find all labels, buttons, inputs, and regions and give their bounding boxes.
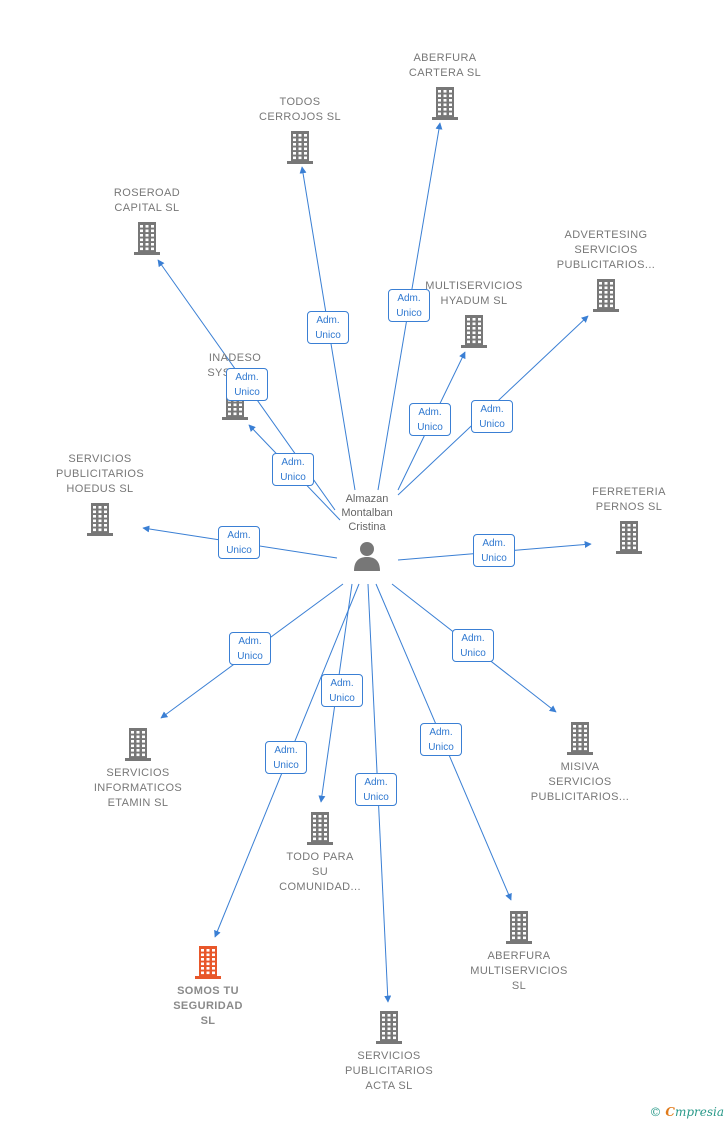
person-icon <box>354 542 380 571</box>
company-node-ferreteria[interactable]: FERRETERIA PERNOS SL <box>564 485 694 555</box>
building-icon <box>195 946 221 979</box>
company-name: MULTISERVICIOS HYADUM SL <box>425 280 523 307</box>
role-line-1: Adm. <box>482 538 506 549</box>
role-line-1: Adm. <box>274 745 298 756</box>
role-line-2: Unico <box>315 330 341 341</box>
role-badge-todos-cerrojos[interactable]: Adm. Unico <box>307 311 349 344</box>
company-name: TODOS CERROJOS SL <box>258 96 342 123</box>
role-line-1: Adm. <box>397 293 421 304</box>
building-icon <box>506 911 532 944</box>
role-line-1: Adm. <box>281 457 305 468</box>
role-line-1: Adm. <box>227 530 251 541</box>
building-icon <box>87 503 113 536</box>
building-icon <box>616 521 642 554</box>
brand-initial: C <box>665 1105 675 1119</box>
role-line-1: Adm. <box>364 777 388 788</box>
role-line-1: Adm. <box>238 636 262 647</box>
role-badge-inadeso[interactable]: Adm. Unico <box>272 453 314 486</box>
building-icon <box>307 812 333 845</box>
company-node-aberfura-cartera[interactable]: ABERFURA CARTERA SL <box>380 51 510 121</box>
building-icon <box>593 279 619 312</box>
company-name: ADVERTESING SERVICIOS PUBLICITARIOS... <box>556 229 656 271</box>
role-badge-aberfura-cartera[interactable]: Adm. Unico <box>388 289 430 322</box>
building-icon <box>287 131 313 164</box>
building-icon <box>376 1011 402 1044</box>
role-line-2: Unico <box>479 419 505 430</box>
role-badge-multiservicios-hyadum[interactable]: Adm. Unico <box>409 403 451 436</box>
company-node-roseroad[interactable]: ROSEROAD CAPITAL SL <box>82 186 212 256</box>
building-icon <box>567 722 593 755</box>
building-icon <box>125 728 151 761</box>
company-name: ROSEROAD CAPITAL SL <box>113 187 181 214</box>
company-name: ABERFURA CARTERA SL <box>408 52 482 79</box>
company-name: FERRETERIA PERNOS SL <box>592 486 666 513</box>
role-line-2: Unico <box>460 648 486 659</box>
role-line-1: Adm. <box>330 678 354 689</box>
role-line-2: Unico <box>363 792 389 803</box>
role-badge-advertesing[interactable]: Adm. Unico <box>471 400 513 433</box>
role-line-2: Unico <box>237 651 263 662</box>
role-line-2: Unico <box>273 760 299 771</box>
building-icon <box>432 87 458 120</box>
role-line-1: Adm. <box>418 407 442 418</box>
company-node-misiva[interactable]: MISIVA SERVICIOS PUBLICITARIOS... <box>515 720 645 805</box>
role-badge-ferreteria[interactable]: Adm. Unico <box>473 534 515 567</box>
company-name: MISIVA SERVICIOS PUBLICITARIOS... <box>530 761 630 803</box>
company-name: ABERFURA MULTISERVICIOS SL <box>470 950 568 992</box>
brand-logo: © Cmpresia <box>650 1105 724 1119</box>
company-name: SERVICIOS PUBLICITARIOS ACTA SL <box>344 1050 434 1092</box>
company-name: SERVICIOS PUBLICITARIOS HOEDUS SL <box>55 453 145 495</box>
role-badge-todo-para[interactable]: Adm. Unico <box>321 674 363 707</box>
company-name: TODO PARA SU COMUNIDAD... <box>279 851 361 893</box>
role-badge-hoedus[interactable]: Adm. Unico <box>218 526 260 559</box>
person-node[interactable]: Almazan Montalban Cristina <box>322 492 412 577</box>
role-badge-roseroad[interactable]: Adm. Unico <box>226 368 268 401</box>
role-line-2: Unico <box>428 742 454 753</box>
brand-name: mpresia <box>674 1105 724 1119</box>
company-node-somos-tu[interactable]: SOMOS TU SEGURIDAD SL <box>143 944 273 1029</box>
role-line-1: Adm. <box>316 315 340 326</box>
role-badge-acta[interactable]: Adm. Unico <box>355 773 397 806</box>
role-line-1: Adm. <box>461 633 485 644</box>
role-badge-aberfura-multi[interactable]: Adm. Unico <box>420 723 462 756</box>
company-node-etamin[interactable]: SERVICIOS INFORMATICOS ETAMIN SL <box>73 726 203 811</box>
company-node-hoedus[interactable]: SERVICIOS PUBLICITARIOS HOEDUS SL <box>35 452 165 537</box>
company-node-advertesing[interactable]: ADVERTESING SERVICIOS PUBLICITARIOS... <box>541 228 671 313</box>
role-badge-etamin[interactable]: Adm. Unico <box>229 632 271 665</box>
building-icon <box>461 315 487 348</box>
copyright-symbol: © <box>649 1105 662 1119</box>
role-line-2: Unico <box>329 693 355 704</box>
company-node-acta[interactable]: SERVICIOS PUBLICITARIOS ACTA SL <box>324 1009 454 1094</box>
company-name: SOMOS TU SEGURIDAD SL <box>173 985 243 1027</box>
role-line-2: Unico <box>226 545 252 556</box>
role-line-1: Adm. <box>235 372 259 383</box>
role-line-1: Adm. <box>429 727 453 738</box>
role-line-2: Unico <box>417 422 443 433</box>
role-line-2: Unico <box>481 553 507 564</box>
role-line-2: Unico <box>396 308 422 319</box>
company-name: SERVICIOS INFORMATICOS ETAMIN SL <box>93 767 183 809</box>
company-node-todos-cerrojos[interactable]: TODOS CERROJOS SL <box>235 95 365 165</box>
company-node-todo-para[interactable]: TODO PARA SU COMUNIDAD... <box>255 810 385 895</box>
person-name: Almazan Montalban Cristina <box>341 493 393 533</box>
company-node-aberfura-multi[interactable]: ABERFURA MULTISERVICIOS SL <box>454 909 584 994</box>
role-badge-somos-tu[interactable]: Adm. Unico <box>265 741 307 774</box>
role-badge-misiva[interactable]: Adm. Unico <box>452 629 494 662</box>
building-icon <box>134 222 160 255</box>
role-line-2: Unico <box>280 472 306 483</box>
company-node-multiservicios-hyadum[interactable]: MULTISERVICIOS HYADUM SL <box>409 279 539 349</box>
role-line-1: Adm. <box>480 404 504 415</box>
role-line-2: Unico <box>234 387 260 398</box>
